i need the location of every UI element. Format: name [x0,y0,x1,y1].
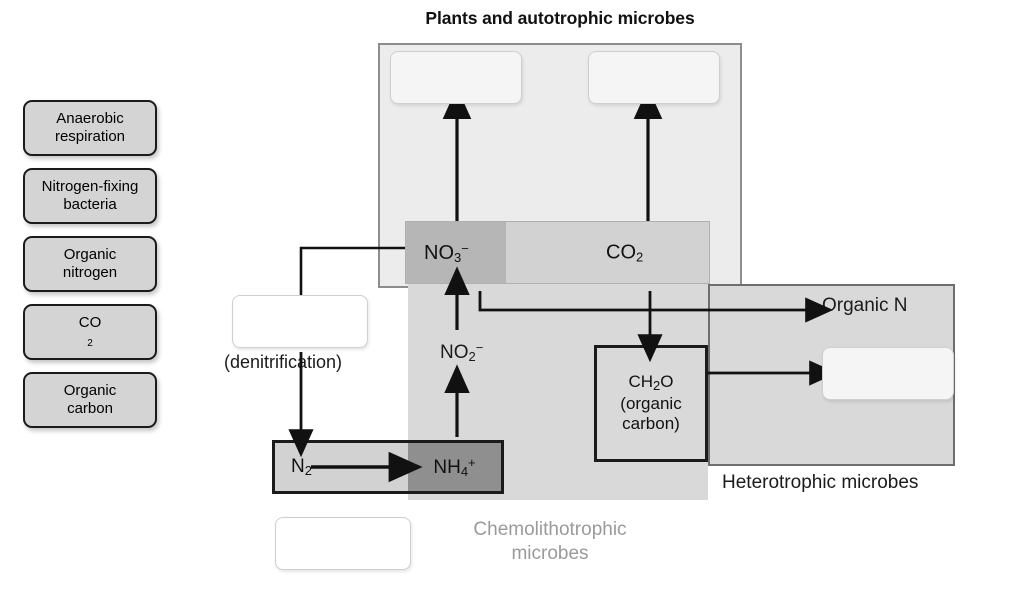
diagram-title: Plants and autotrophic microbes [425,8,695,28]
label-tile-line2: nitrogen [62,264,118,281]
dropzone-denitrification[interactable] [232,295,368,348]
label-tile-line2: respiration [54,128,126,145]
label-tile-line1: Anaerobic [56,110,124,128]
label-tile-line2: bacteria [63,196,117,213]
formaldehyde-formula: CH2O [628,372,674,394]
label-tile-organic-carbon[interactable]: Organic carbon [23,372,157,428]
organic-n-label: Organic N [822,295,908,316]
dinitrogen-label: N2 [291,456,312,478]
denitrification-caption: (denitrification) [224,352,343,372]
label-tile-line1: CO [78,313,102,331]
organic-carbon-box: CH2O (organic carbon) [594,345,708,462]
carbon-dioxide-label: CO2 [606,241,644,264]
label-tile-nitrogen-fixing-bacteria[interactable]: Nitrogen-fixing bacteria [23,168,157,224]
label-tile-co2[interactable]: CO 2 [23,304,157,360]
label-tile-line1: Organic [63,246,117,264]
ammonium-label: NH4+ [433,455,476,479]
chemolithotrophic-microbes-label: Chemolithotrophic microbes [473,519,627,564]
label-tile-line2: carbon [67,400,113,417]
ammonium-cell: NH4+ [408,443,501,491]
nutrient-band: NO3− CO2 [405,221,710,284]
label-tile-organic-nitrogen[interactable]: Organic nitrogen [23,236,157,292]
formaldehyde-line2: (organic [620,393,682,413]
dropzone-heterotroph-right[interactable] [822,347,954,400]
nitrite-label: NO2− [440,340,484,364]
nitrogen-fixation-box: N2 NH4+ [272,440,504,494]
dinitrogen-cell: N2 [275,443,408,491]
dropzone-chemolithotroph-bottom[interactable] [275,517,411,570]
heterotrophic-microbes-label: Heterotrophic microbes [722,472,919,493]
label-tile-subscript: 2 [87,338,93,350]
label-tile-line1: Nitrogen-fixing [41,178,139,196]
nitrate-label: NO3− [424,240,469,265]
label-tile-anaerobic-respiration[interactable]: Anaerobic respiration [23,100,157,156]
formaldehyde-line3: carbon) [622,414,680,434]
dropzone-autotroph-right[interactable] [588,51,720,104]
dropzone-autotroph-left[interactable] [390,51,522,104]
label-tile-line1: Organic [63,382,117,400]
